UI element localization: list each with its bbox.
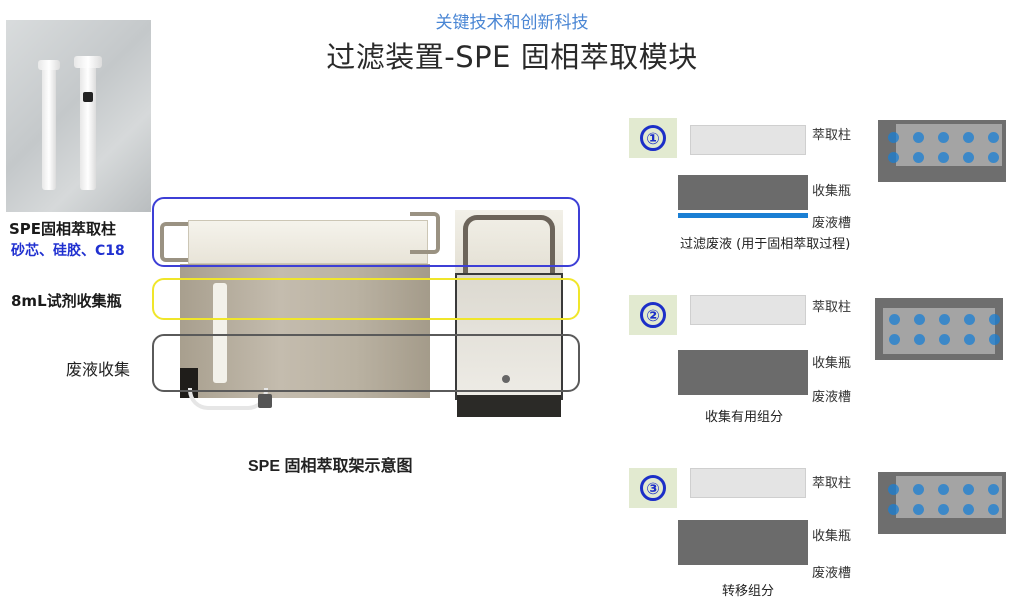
well-dot [988,132,999,143]
well-dot [914,314,925,325]
vial-block [678,350,808,395]
step-1-caption: 过滤废液 (用于固相萃取过程) [680,237,851,252]
well-dot [964,314,975,325]
cartridge-cap [38,60,60,70]
well-dot [963,504,974,515]
well-dot [888,132,899,143]
well-dot [963,152,974,163]
vial-block [678,520,808,565]
cartridge-tray [188,220,428,264]
well-dot [913,504,924,515]
step-2-diagram [678,290,808,405]
waste-trough [678,213,808,218]
step-3-column-label: 萃取柱 [812,476,852,491]
cartridge-materials: 砂芯、硅胶、C18 [11,243,125,259]
step-1-column-label: 萃取柱 [812,128,852,143]
spe-rack-side [455,205,580,420]
step-3-number: ③ [640,475,666,501]
rack-caption-text: SPE 固相萃取架示意图 [248,458,413,475]
step-2-badge: ② [629,295,677,335]
side-outlet [502,375,510,383]
vial-label: 8mL试剂收集瓶 [11,292,122,310]
cartridge-tube [42,65,56,190]
step-2-vial-label: 收集瓶 [812,356,852,371]
step-2-plate [875,298,1003,360]
well-dot [939,334,950,345]
highlight-waste-zone [152,334,580,392]
well-dot [938,152,949,163]
well-dot [889,334,900,345]
handle-left [160,222,188,262]
well-dot [938,484,949,495]
column-block [690,468,806,498]
rack-caption: SPE 固相萃取架示意图 [248,452,412,476]
highlight-cartridge-zone [152,197,580,267]
step-3-diagram [678,460,808,575]
subtitle: 关键技术和创新科技 [435,13,589,33]
well-dot [938,132,949,143]
logo-mark [83,92,93,102]
well-dot [888,152,899,163]
step-2-column-label: 萃取柱 [812,300,852,315]
well-dot [988,484,999,495]
well-dot [988,504,999,515]
step-3-waste-label: 废液槽 [812,566,852,581]
side-base [457,395,561,417]
cartridge-tube [80,62,96,190]
well-dot [913,152,924,163]
well-dot [963,132,974,143]
well-dot [888,484,899,495]
step-2-number: ② [640,302,666,328]
cartridge-photo [6,20,151,212]
well-dot [914,334,925,345]
well-dot [913,484,924,495]
step-3-plate [878,472,1006,534]
waste-label: 废液收集 [66,360,131,379]
step-3-vial-label: 收集瓶 [812,529,852,544]
highlight-vial-zone [152,278,580,320]
plate-inner [883,308,995,354]
well-dot [964,334,975,345]
step-1-badge: ① [629,118,677,158]
step-1-vial-label: 收集瓶 [812,184,852,199]
vial-block [678,175,808,210]
step-1-diagram [678,95,808,220]
step-1-plate [878,120,1006,182]
well-dot [913,132,924,143]
well-dot [963,484,974,495]
well-dot [989,334,1000,345]
well-dot [988,152,999,163]
well-dot [989,314,1000,325]
plate-inner [896,476,1002,518]
step-1-waste-label: 废液槽 [812,216,852,231]
handle-right [410,212,440,254]
drain-valve [258,394,272,408]
step-1-number: ① [640,125,666,151]
step-2-waste-label: 废液槽 [812,390,852,405]
plate-inner [896,124,1002,166]
well-dot [939,314,950,325]
step-2-caption: 收集有用组分 [705,410,784,425]
step-3-badge: ③ [629,468,677,508]
page-title: 过滤装置-SPE 固相萃取模块 [326,40,698,74]
column-block [690,295,806,325]
well-dot [889,314,900,325]
column-block [690,125,806,155]
cartridge-cap [74,56,102,68]
well-dot [888,504,899,515]
level-window [213,283,227,383]
cartridge-label: SPE固相萃取柱 [9,220,117,238]
side-handle [463,215,555,275]
step-3-caption: 转移组分 [722,584,775,599]
well-dot [938,504,949,515]
